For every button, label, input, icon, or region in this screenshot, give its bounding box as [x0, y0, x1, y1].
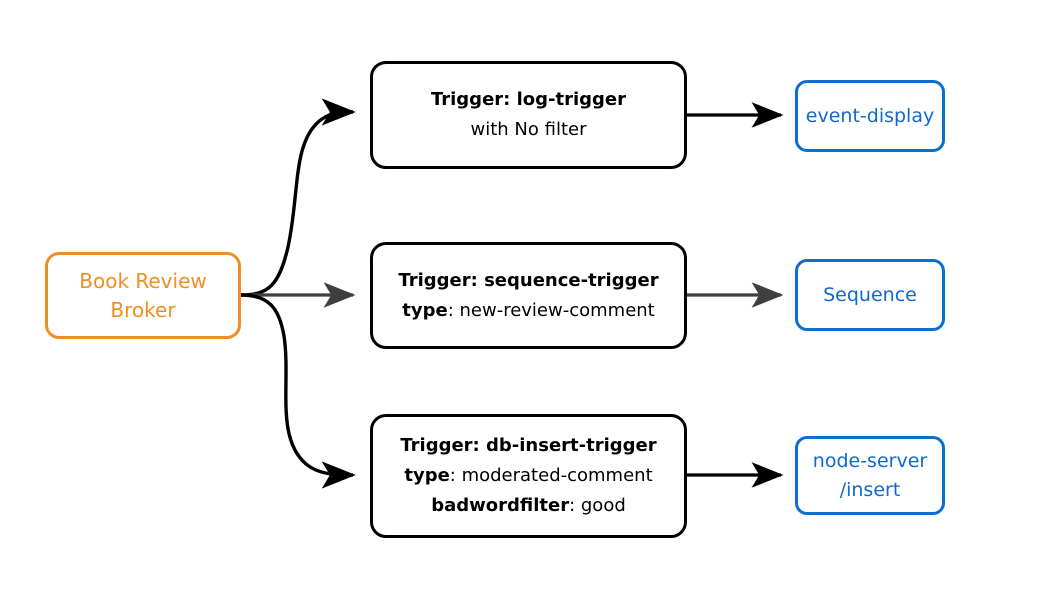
edge-broker-to-db-insert-trigger [240, 293, 356, 489]
db-insert-trigger-line-3-rest: : good [569, 495, 626, 516]
node-server-label-line-1: node-server [812, 449, 928, 472]
db-insert-trigger-line-3-bold: badwordfilter [431, 495, 570, 516]
db-insert-trigger-line-3: badwordfilter: good [431, 491, 626, 521]
db-insert-trigger-line-1: Trigger: db-insert-trigger [400, 431, 656, 461]
node-log-trigger[interactable]: Trigger: log-trigger with No filter [370, 61, 687, 169]
node-sequence[interactable]: Sequence [795, 259, 945, 331]
db-insert-trigger-line-2: type: moderated-comment [404, 461, 652, 491]
log-trigger-line-2: with No filter [471, 115, 587, 145]
db-insert-trigger-line-2-bold: type [404, 465, 450, 486]
broker-label-line-1: Book Review [79, 268, 207, 293]
db-insert-trigger-line-2-rest: : moderated-comment [449, 465, 653, 486]
db-insert-trigger-line-1-bold: Trigger: db-insert-trigger [400, 435, 657, 456]
node-sequence-trigger[interactable]: Trigger: sequence-trigger type: new-revi… [370, 242, 687, 349]
log-trigger-line-1: Trigger: log-trigger [431, 85, 626, 115]
sequence-trigger-line-1-bold: Trigger: sequence-trigger [398, 269, 659, 291]
node-book-review-broker[interactable]: Book Review Broker [45, 252, 241, 339]
edge-broker-to-log-trigger [240, 98, 356, 297]
sequence-trigger-line-2-rest: : new-review-comment [447, 299, 655, 321]
node-server-label-line-2: /insert [839, 478, 901, 501]
node-event-display[interactable]: event-display [795, 80, 945, 152]
event-display-label: event-display [805, 104, 935, 127]
sequence-trigger-line-1: Trigger: sequence-trigger [398, 266, 658, 296]
sequence-trigger-line-2: type: new-review-comment [402, 296, 654, 326]
sequence-trigger-line-2-bold: type [402, 299, 448, 321]
log-trigger-line-1-bold: Trigger: log-trigger [430, 89, 627, 110]
sequence-label: Sequence [823, 283, 917, 306]
node-node-server-insert[interactable]: node-server /insert [795, 436, 945, 515]
log-trigger-line-2-rest: with No filter [470, 119, 587, 140]
node-db-insert-trigger[interactable]: Trigger: db-insert-trigger type: moderat… [370, 414, 687, 538]
broker-label-line-2: Broker [110, 297, 176, 322]
